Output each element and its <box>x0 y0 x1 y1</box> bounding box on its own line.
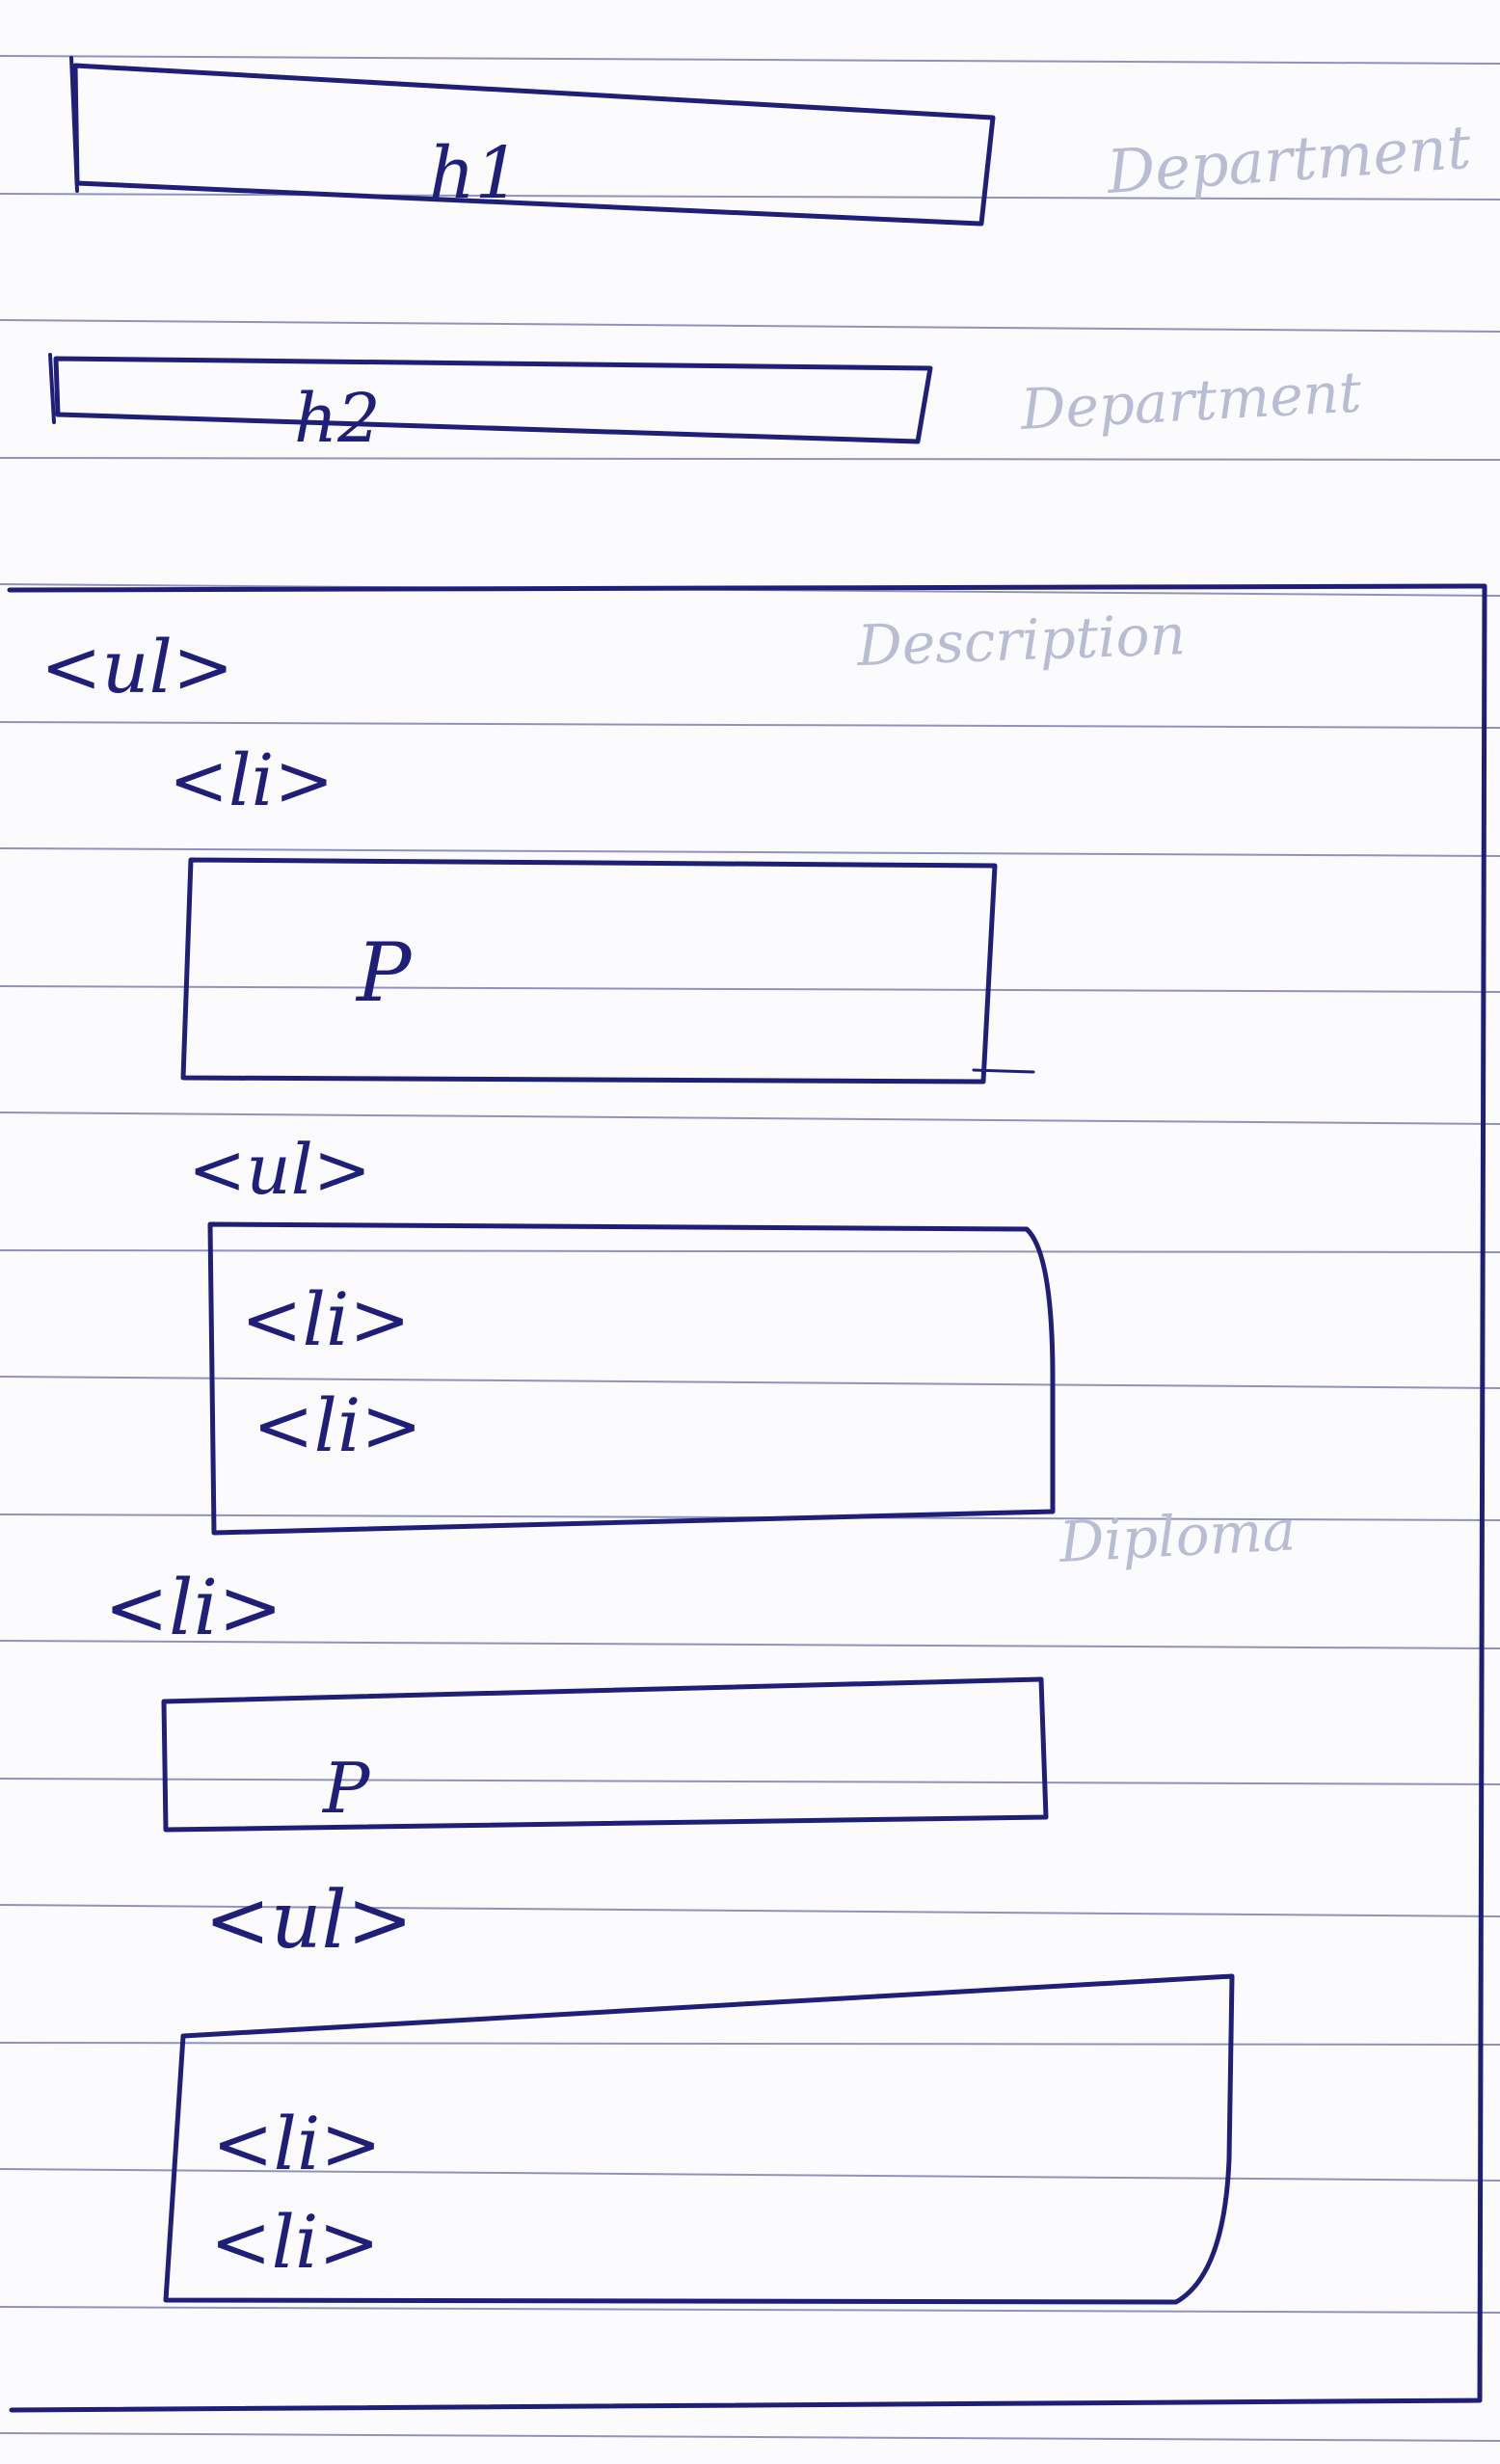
first-nested-ul-box: <li> <li> <box>207 1221 1056 1536</box>
h2-label: h2 <box>294 379 381 458</box>
rule-line <box>0 1249 1500 1253</box>
rule-line <box>0 1778 1500 1785</box>
bleed-text-4: Diploma <box>1057 1497 1297 1575</box>
rule-line <box>0 55 1500 65</box>
rule-line <box>0 457 1500 461</box>
second-nested-li-1: <li> <box>212 2101 382 2186</box>
first-p-label: P <box>355 925 413 1020</box>
rule-line <box>0 1640 1500 1649</box>
outer-ul-container: <ul> <box>7 583 1487 2413</box>
rule-line <box>0 1376 1500 1389</box>
rule-line <box>0 2432 1500 2442</box>
rule-line <box>0 193 1500 201</box>
second-nested-ul-box: <li> <li> <box>163 1973 1235 2305</box>
first-nested-li-1: <li> <box>241 1276 411 1362</box>
bleed-text-3: Description <box>855 602 1187 679</box>
second-nested-ul-label: <ul> <box>204 1875 413 1967</box>
first-nested-li-2: <li> <box>253 1382 422 1468</box>
first-paragraph-box: P <box>180 857 1035 1085</box>
second-list-item: <li> P <ul> <li> <li> <box>104 1563 1235 2305</box>
second-paragraph-box: P <box>161 1676 1049 1833</box>
outer-ul-label: <ul> <box>40 624 234 710</box>
bleed-through-writing: Department Department Description Diplom… <box>855 112 1473 1575</box>
rule-line <box>0 2306 1500 2314</box>
h1-label: h1 <box>429 132 521 215</box>
rule-line <box>0 2168 1500 2182</box>
rule-line <box>0 319 1500 333</box>
bleed-text-2: Department <box>1018 360 1363 442</box>
rule-line <box>0 1111 1500 1125</box>
bleed-text-1: Department <box>1104 112 1473 207</box>
rule-line <box>0 1904 1500 1917</box>
rule-line <box>0 847 1500 857</box>
first-nested-ul-label: <ul> <box>188 1129 371 1210</box>
rule-line <box>0 2042 1500 2046</box>
h1-box: h1 <box>69 56 996 227</box>
second-nested-li-2: <li> <box>210 2199 380 2285</box>
rule-line <box>0 985 1500 993</box>
h2-box: h2 <box>48 353 933 458</box>
second-p-label: P <box>321 1748 371 1829</box>
first-list-item: <li> P <ul> <li> <li> <box>169 739 1056 1536</box>
second-li-label: <li> <box>104 1563 282 1652</box>
first-li-label: <li> <box>169 739 334 822</box>
rule-line <box>0 721 1500 729</box>
